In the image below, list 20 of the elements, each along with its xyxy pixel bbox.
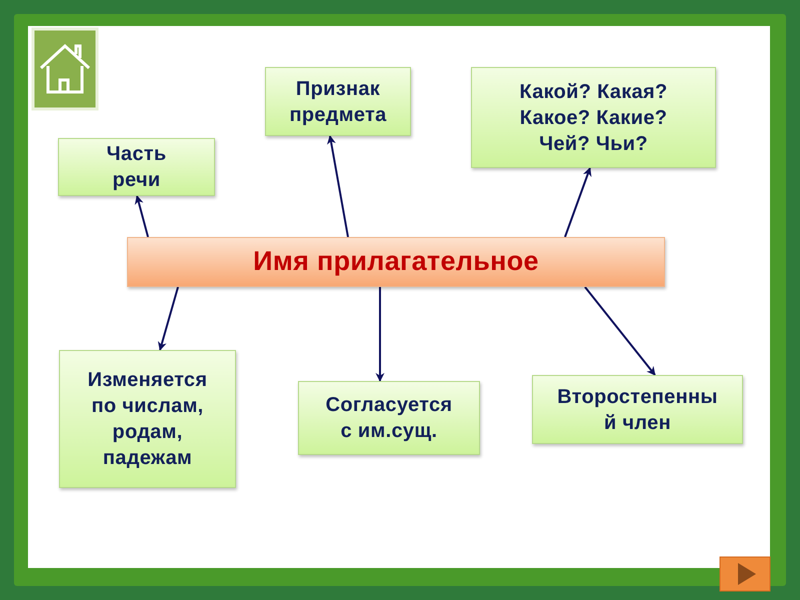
box-text: Второстепенны й член: [557, 384, 718, 436]
concept-box: [265, 67, 411, 136]
box-text: Имя прилагательное: [253, 245, 539, 278]
box-text: Какой? Какая? Какое? Какие? Чей? Чьи?: [518, 80, 669, 156]
box-text: Признак предмета: [288, 76, 388, 128]
main-topic-box: [127, 237, 665, 287]
concept-box: [298, 381, 480, 455]
arrow: [327, 135, 349, 238]
box-text: Изменяется по числам, родам, падежам: [86, 368, 208, 471]
arrow: [158, 286, 179, 351]
arrow: [134, 195, 149, 238]
box-text: Часть речи: [106, 142, 168, 193]
concept-box: [58, 138, 215, 196]
arrow: [376, 287, 384, 382]
arrow: [564, 167, 592, 238]
box-text: Согласуется с им.сущ.: [324, 393, 454, 444]
concept-box: [471, 67, 716, 168]
concept-box: [532, 375, 743, 444]
concept-box: [59, 350, 236, 488]
arrow: [584, 286, 656, 376]
